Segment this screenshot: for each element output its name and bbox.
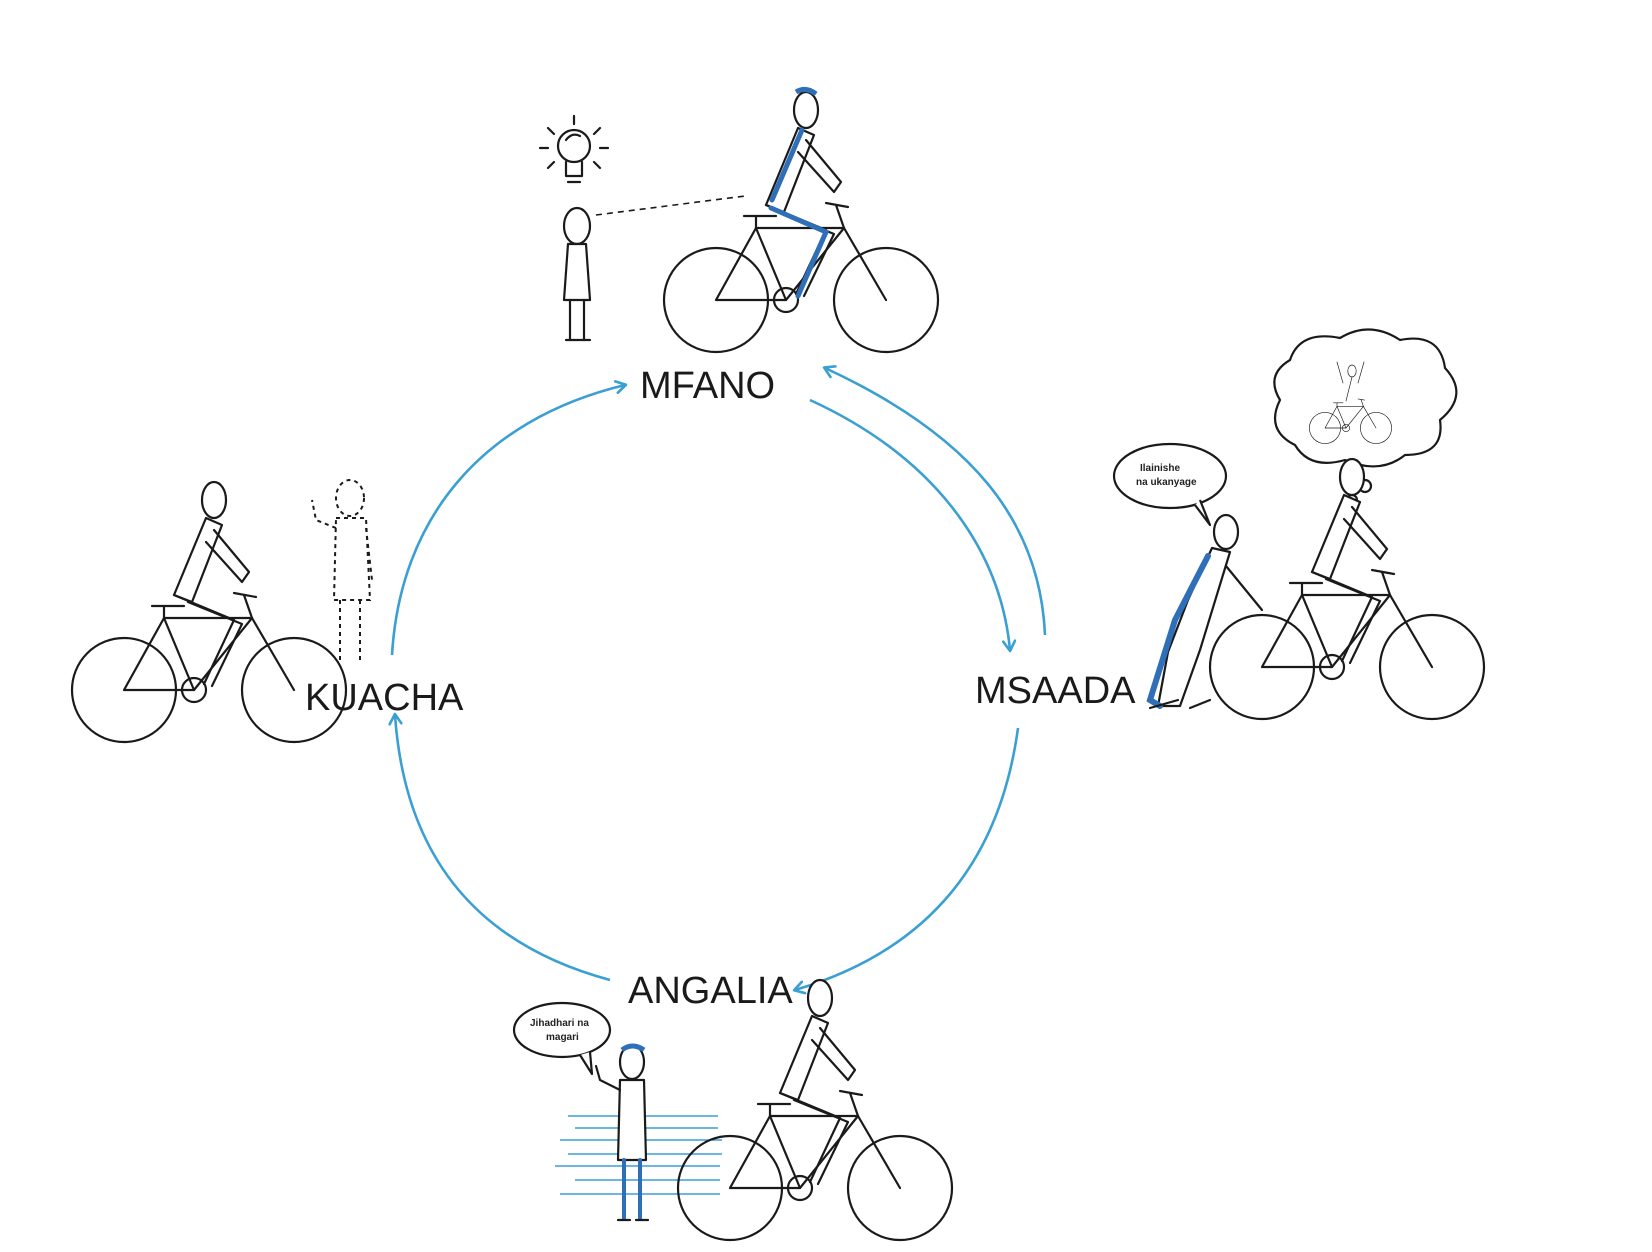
helper-figure <box>1146 513 1264 710</box>
msaada-bubble-line2: na ukanyage <box>1136 477 1197 488</box>
stage-label-msaada: MSAADA <box>975 670 1136 712</box>
msaada-illustration: Ilainishe na ukanyage <box>1112 328 1486 721</box>
arrow-msaada-to-angalia <box>795 727 1020 990</box>
arrow-angalia-to-kuacha <box>395 715 611 982</box>
observer-figure <box>562 206 592 342</box>
kuacha-illustration <box>70 479 373 744</box>
angalia-bubble-line2: magari <box>546 1032 579 1043</box>
arrow-kuacha-to-mfano <box>390 385 625 656</box>
arrow-msaada-to-mfano <box>825 368 1047 636</box>
msaada-bubble-line1: Ilainishe <box>1140 463 1180 474</box>
angalia-illustration: Jihadhari na magari <box>512 978 954 1242</box>
speech-bubble-icon: Ilainishe na ukanyage <box>1112 442 1228 527</box>
faded-coach-figure <box>311 479 373 660</box>
observer-figure <box>594 1043 650 1222</box>
cycle-arrows <box>390 368 1047 990</box>
observation-line <box>595 195 746 216</box>
thought-bubble-icon <box>1273 328 1458 518</box>
speech-bubble-icon: Jihadhari na magari <box>512 1001 612 1076</box>
bicycle-icon <box>1208 457 1486 721</box>
bicycle-icon <box>676 978 954 1242</box>
stage-label-mfano: MFANO <box>640 365 775 407</box>
mfano-illustration <box>538 86 940 354</box>
arrow-mfano-to-msaada <box>809 398 1010 650</box>
bicycle-icon <box>662 86 940 354</box>
stage-label-angalia: ANGALIA <box>628 970 793 1012</box>
angalia-bubble-line1: Jihadhari na <box>530 1018 589 1029</box>
light-bulb-icon <box>538 114 610 184</box>
stage-label-kuacha: KUACHA <box>305 677 464 719</box>
